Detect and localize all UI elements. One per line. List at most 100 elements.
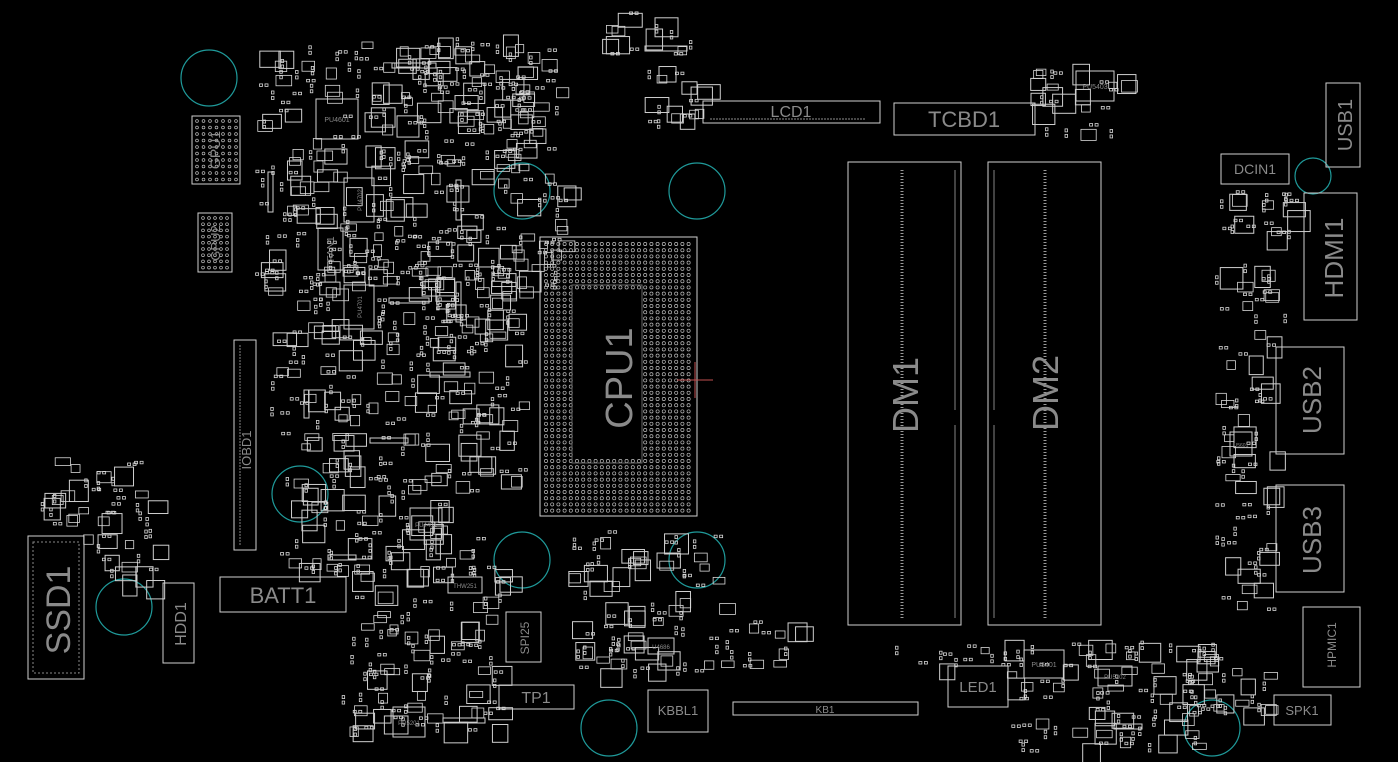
bga-ball [630,248,635,253]
bga-ball [593,273,598,277]
smd-ic [575,642,596,661]
passive-pad [1105,691,1110,695]
smd-part [411,268,429,277]
bga-ball [556,496,561,501]
bga-ball [195,125,199,130]
smd-part [448,411,459,421]
smd-part [498,178,510,189]
dm2-slot[interactable]: DM2 [987,161,1102,626]
bga-ball [201,151,206,156]
pu5403-ic[interactable]: PU5403 [1075,70,1115,102]
pu5201-ic[interactable]: PU5201 [392,706,426,738]
lcd1-connector[interactable]: LCD1 [702,100,881,124]
passive-pad [348,335,353,339]
thw251-component[interactable]: THW251 [447,576,483,594]
passive-pad [452,643,456,647]
smd-part [427,713,444,724]
bga-ball [219,216,223,220]
spi25-component[interactable]: SPI25 [505,611,542,663]
pu5401-ic[interactable]: PU5401 [1023,649,1065,679]
gpu1-component[interactable]: GPU1 [191,115,241,185]
bga-ball [618,459,623,463]
tcbd1-connector[interactable]: TCBD1 [893,102,1036,136]
batt1-connector[interactable]: BATT1 [219,576,347,613]
hdd1-connector[interactable]: HDD1 [162,582,195,664]
passive-pad [1095,708,1100,712]
passive-pad [1238,352,1243,356]
pu4701-ic[interactable]: PU4701 [343,284,375,330]
spk1-connector[interactable]: SPK1 [1273,694,1332,726]
fan1-connector[interactable]: FAN1 [317,227,344,271]
passive-pad [382,149,386,154]
smd-ic [1094,722,1117,745]
passive-pad [335,458,339,463]
dm1-slot[interactable]: DM1 [847,161,962,626]
passive-pad [427,668,432,673]
passive-pad [694,669,699,673]
cpu1-component[interactable]: CPU1 [539,236,713,517]
passive-pad [1147,748,1152,753]
smd-part [464,382,476,395]
smd-part [492,297,504,309]
smd-ic [461,621,480,641]
passive-pad [431,236,436,241]
bga-ball [587,502,592,507]
bga-ball [649,428,654,432]
bga-ball [221,158,225,162]
u5601-ic[interactable]: U5601 [1229,431,1253,457]
bga-ball [618,248,623,253]
tp1-connector[interactable]: TP1 [498,684,575,710]
led1-component[interactable]: LED1 [947,665,1009,708]
ssd1-connector[interactable]: SSD1 [27,535,85,680]
bga-ball [221,171,225,175]
bga-ball [686,502,691,507]
passive-pad [310,566,314,570]
passive-pad [380,705,384,710]
passive-pad [341,445,345,449]
pu4601-ic[interactable]: PU4601 [315,98,359,140]
bga-ball [624,502,629,507]
bga-ball [674,310,679,315]
smd-part [431,92,444,102]
iobd1-connector[interactable]: IOBD1 [233,339,257,551]
hpmic1-connector[interactable]: HPMIC1 [1302,606,1361,688]
usb1-connector[interactable]: USB1 [1325,82,1361,168]
passive-pad [306,78,311,83]
u4686-ic[interactable]: U4686 [647,637,675,655]
bga-ball [587,496,592,501]
usb3-connector[interactable]: USB3 [1275,484,1345,593]
bga-ball [668,508,672,513]
bga-ball [649,502,654,507]
passive-pad [519,235,523,240]
smd-ic [499,576,523,593]
bga-ball [213,259,217,264]
passive-pad [1231,469,1236,474]
usb2-connector[interactable]: USB2 [1275,346,1345,455]
pu4401-ic[interactable]: PU4401 [409,507,443,541]
bga-ball [544,322,548,327]
passive-pad [323,517,327,522]
kb1-connector[interactable]: KB1 [732,701,919,716]
smd-part [461,324,474,334]
dcin1-connector[interactable]: DCIN1 [1220,153,1290,185]
passive-pad [374,265,378,269]
passive-pad [1243,269,1247,274]
passive-pad [1089,123,1093,127]
smd-ic [104,554,120,572]
bga-ball [680,335,685,339]
smd-ic [352,339,376,361]
bga-ball [680,291,685,296]
bga-ball [225,265,229,270]
pu5102-ic[interactable]: PU5102 [1097,665,1133,687]
bga-ball [674,328,679,333]
passive-pad [508,149,513,153]
passive-pad [1253,561,1258,565]
passive-pad [611,636,615,641]
passive-pad [354,56,358,61]
kbbl1-connector[interactable]: KBBL1 [647,689,709,733]
bga-ball [674,403,679,408]
gpu2-component[interactable]: GPU2 [197,212,233,273]
pu4702-ic[interactable]: PU4702 [343,177,375,223]
hdmi1-connector[interactable]: HDMI1 [1303,192,1358,321]
smd-ic [432,347,456,362]
